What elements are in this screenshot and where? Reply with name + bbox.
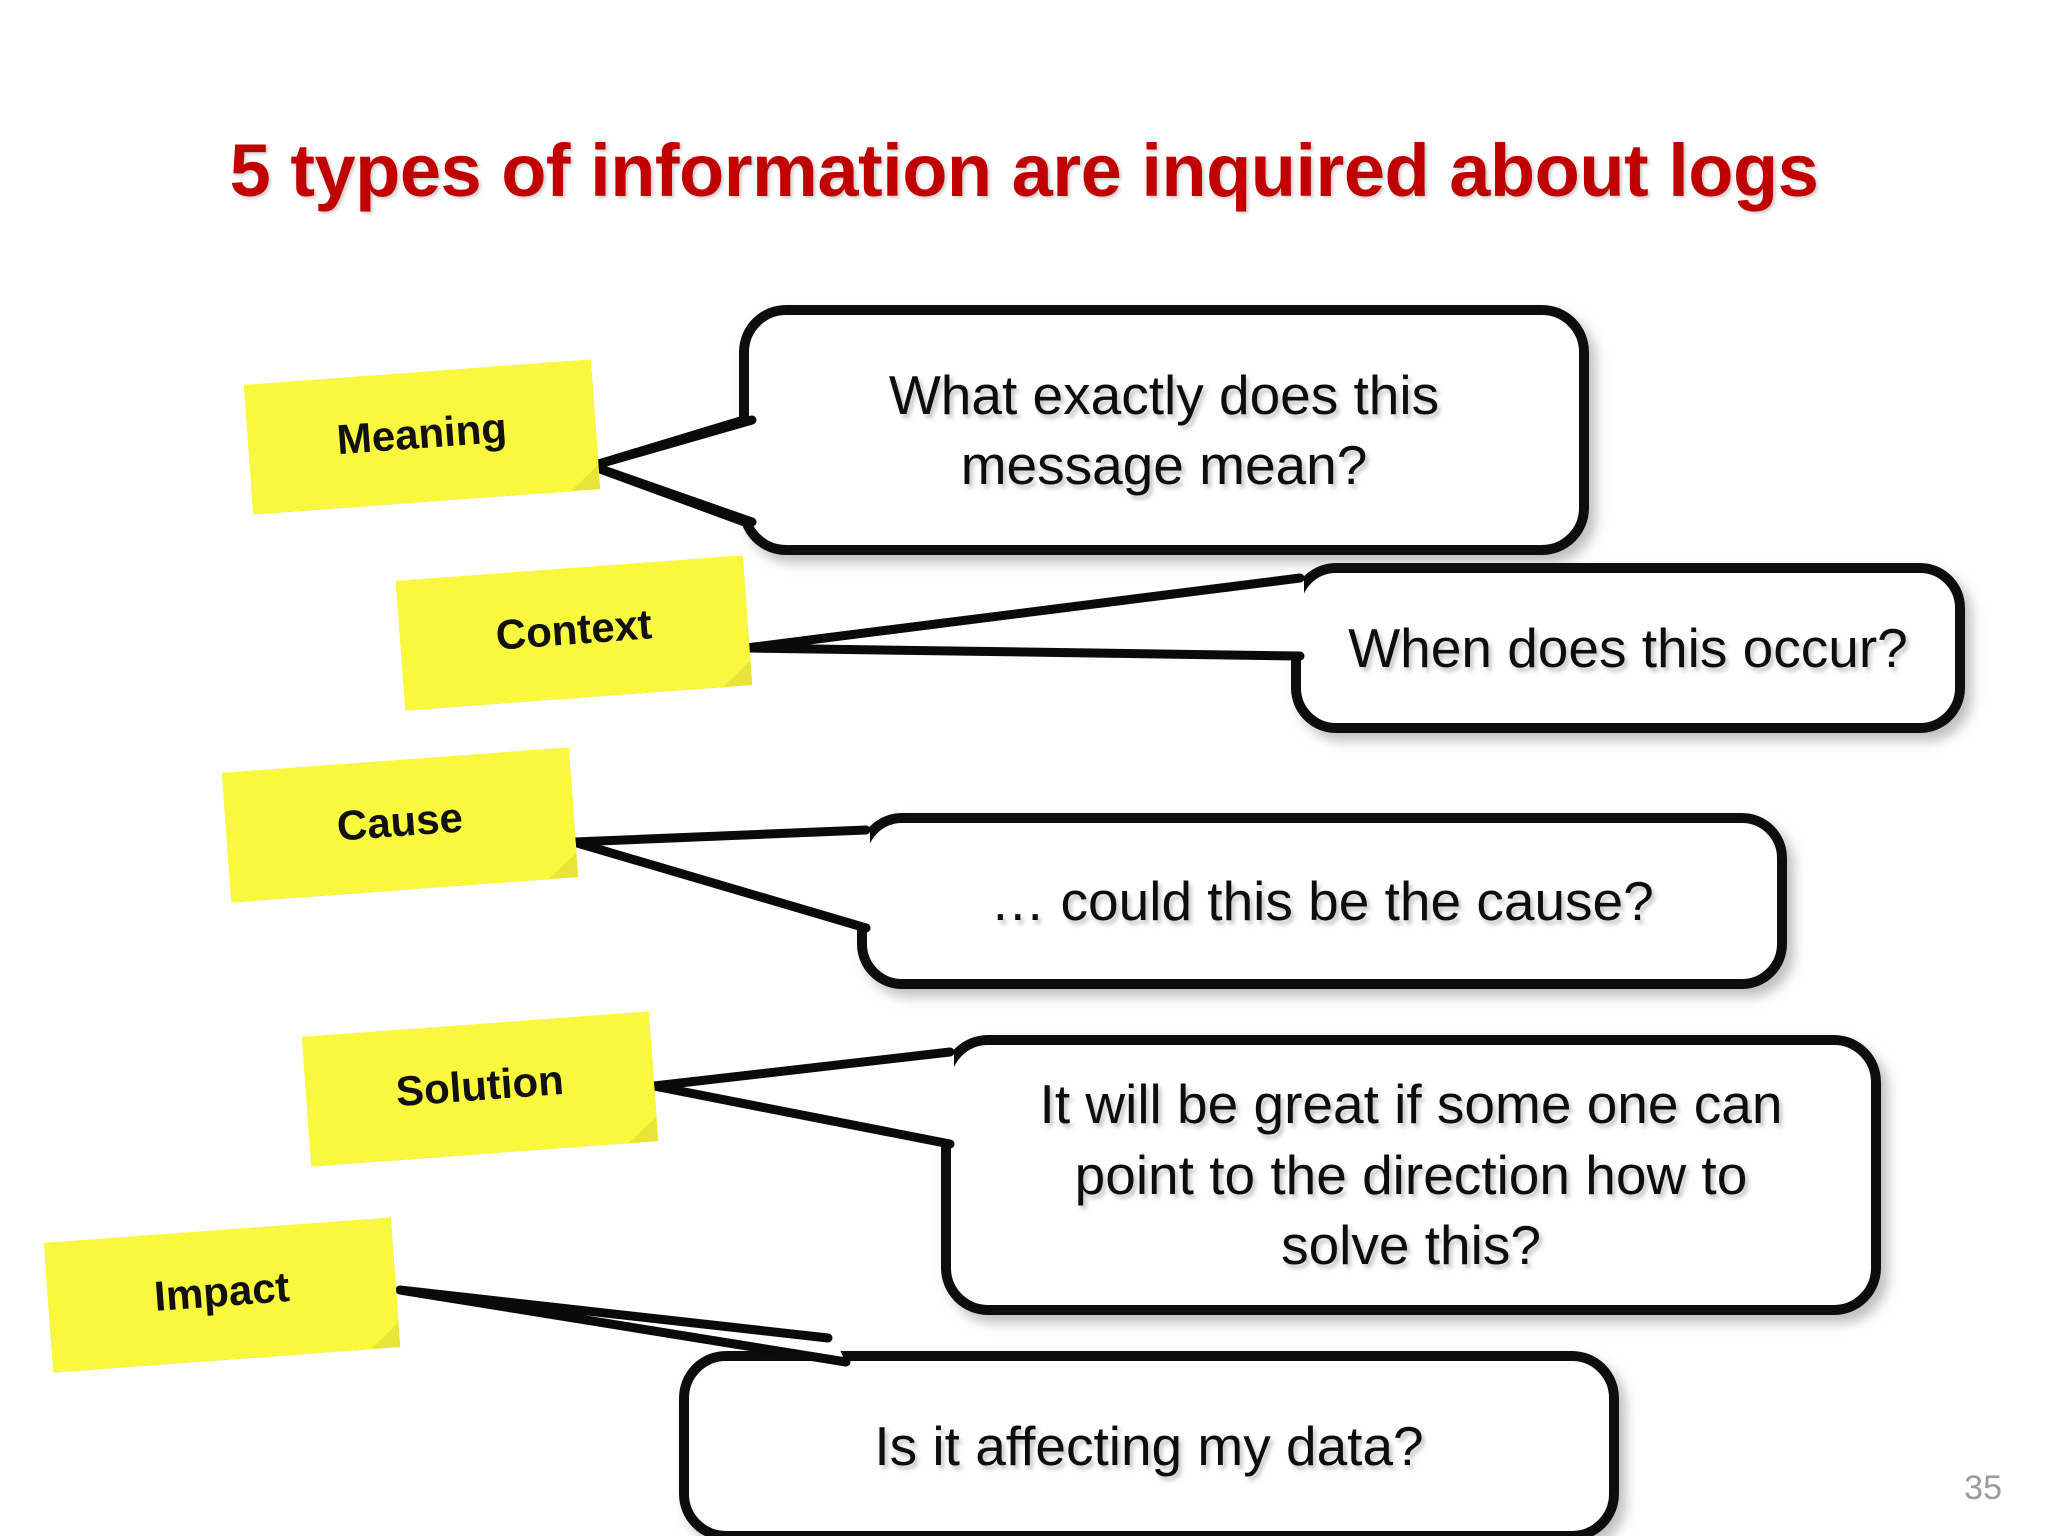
bubble-line: It will be great if some one can [1039, 1073, 1783, 1136]
sticky-note-label: Solution [394, 1055, 566, 1116]
sticky-note-cause[interactable]: Cause [221, 747, 579, 903]
bubble-line: point to the direction how to [1074, 1143, 1748, 1206]
bubble-context[interactable] [741, 563, 1965, 733]
sticky-note-impact[interactable]: Impact [43, 1217, 401, 1373]
bubble-text-meaning: What exactly does this message mean? [744, 310, 1584, 550]
bubble-line: message mean? [960, 434, 1368, 496]
page-title: 5 types of information are inquired abou… [229, 129, 1819, 212]
bubble-line: When does this occur? [1348, 616, 1908, 679]
bubble-text-context: When does this occur? [1296, 568, 1960, 728]
bubble-impact[interactable] [395, 1285, 1619, 1536]
bubble-text-cause: … could this be the cause? [862, 818, 1782, 984]
sticky-note-label: Meaning [335, 403, 509, 464]
bubble-cause[interactable] [569, 813, 1787, 989]
bubble-text-impact: Is it affecting my data? [684, 1356, 1614, 1536]
bubble-meaning[interactable] [587, 305, 1589, 555]
sticky-note-label: Context [494, 600, 654, 659]
bubble-solution[interactable] [649, 1035, 1881, 1315]
sticky-note-meaning[interactable]: Meaning [243, 359, 601, 515]
sticky-note-label: Cause [335, 793, 465, 850]
bubble-line: … could this be the cause? [990, 869, 1654, 932]
bubble-line: What exactly does this [888, 363, 1440, 426]
bubble-line: Is it affecting my data? [874, 1414, 1424, 1477]
sticky-note-context[interactable]: Context [395, 555, 753, 711]
bubble-line: solve this? [1281, 1214, 1541, 1277]
sticky-note-label: Impact [152, 1263, 291, 1320]
sticky-note-solution[interactable]: Solution [301, 1011, 659, 1167]
bubble-text-solution: It will be great if some one can point t… [946, 1040, 1876, 1310]
page-number: 35 [1964, 1469, 2002, 1507]
